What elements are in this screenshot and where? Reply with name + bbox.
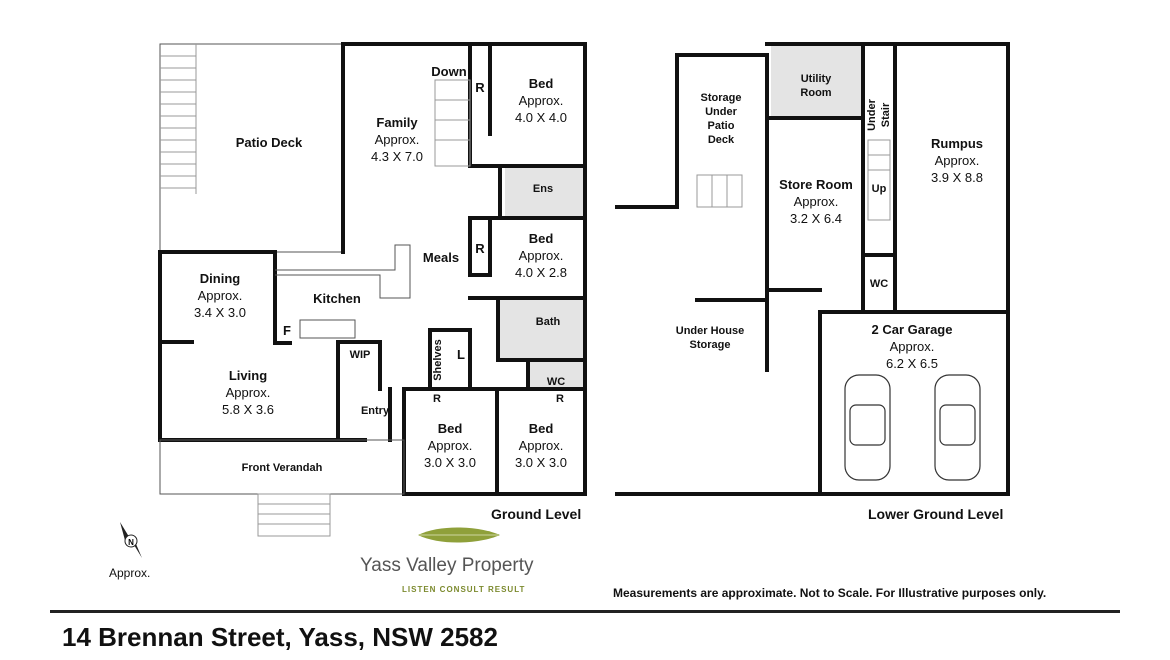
- lower-level-plan: Storage Under Patio Deck Utility Room Un…: [615, 42, 1010, 496]
- room-label-store: Store Room: [779, 177, 853, 192]
- room-label-dining: Dining: [200, 271, 240, 286]
- room-label-wip: WIP: [350, 349, 371, 361]
- room-label-wc: WC: [870, 278, 888, 290]
- fridge-label: F: [283, 323, 291, 338]
- robe-label: R: [475, 80, 485, 95]
- linen-label: L: [457, 347, 465, 362]
- logo-tagline: LISTEN CONSULT RESULT: [402, 585, 526, 594]
- under-stair-label: Under: [866, 98, 878, 131]
- room-label-bed: Bed: [529, 421, 554, 436]
- room-dims: 4.0 X 2.8: [515, 265, 567, 280]
- room-dims: 3.2 X 6.4: [790, 211, 842, 226]
- robe-label: R: [433, 393, 441, 405]
- room-label-bath: Bath: [536, 316, 561, 328]
- room-label-bed: Bed: [438, 421, 463, 436]
- room-label-kitchen: Kitchen: [313, 291, 361, 306]
- room-dims: 4.0 X 4.0: [515, 110, 567, 125]
- room-label-meals: Meals: [423, 250, 459, 265]
- room-label-family: Family: [376, 115, 418, 130]
- ground-level-plan: Patio Deck Family Approx. 4.3 X 7.0 Down…: [158, 42, 863, 537]
- compass-approx-label: Approx.: [109, 566, 151, 580]
- room-label-ensuite: Ens: [533, 183, 553, 195]
- lower-walls: [615, 42, 1010, 496]
- room-label-storage: Deck: [708, 134, 735, 146]
- room-label-utility: Utility: [801, 73, 832, 85]
- room-label-under-house: Under House: [676, 325, 744, 337]
- room-label-living: Living: [229, 368, 267, 383]
- room-approx: Approx.: [375, 132, 420, 147]
- room-approx: Approx.: [198, 288, 243, 303]
- leaf-logo-icon: [418, 527, 500, 543]
- wc-floor: [528, 360, 585, 389]
- robe-label: R: [475, 241, 485, 256]
- property-address: 14 Brennan Street, Yass, NSW 2582: [62, 622, 498, 652]
- room-label-storage: Under: [705, 106, 738, 118]
- ground-level-title: Ground Level: [491, 506, 582, 522]
- room-approx: Approx.: [428, 438, 473, 453]
- kitchen-bench: [275, 244, 411, 299]
- stair-up: [867, 139, 891, 221]
- north-label: N: [128, 538, 134, 547]
- room-approx: Approx.: [794, 194, 839, 209]
- room-approx: Approx.: [519, 248, 564, 263]
- bath-floor: [498, 298, 585, 360]
- car-icon: [844, 374, 981, 481]
- room-label-verandah: Front Verandah: [242, 462, 323, 474]
- room-approx: Approx.: [226, 385, 271, 400]
- under-stair-label: Stair: [880, 102, 892, 127]
- utility-floor: [771, 44, 863, 118]
- room-approx: Approx.: [519, 438, 564, 453]
- patio-steps: [160, 44, 197, 194]
- cooktop: [299, 319, 356, 339]
- room-approx: Approx.: [935, 153, 980, 168]
- ensuite-floor: [505, 166, 585, 218]
- front-steps: [257, 493, 331, 537]
- patio-storage-steps: [696, 174, 743, 208]
- room-dims: 3.0 X 3.0: [424, 455, 476, 470]
- room-dims: 5.8 X 3.6: [222, 402, 274, 417]
- room-label-utility: Room: [800, 87, 831, 99]
- room-dims: 3.4 X 3.0: [194, 305, 246, 320]
- north-compass-icon: N: [120, 522, 142, 558]
- room-label-garage: 2 Car Garage: [872, 322, 953, 337]
- room-approx: Approx.: [890, 339, 935, 354]
- lower-level-title: Lower Ground Level: [868, 506, 1004, 522]
- robe-label: R: [556, 393, 564, 405]
- room-dims: 3.0 X 3.0: [515, 455, 567, 470]
- stair-label-up: Up: [872, 183, 887, 195]
- logo-name: Yass Valley Property: [360, 555, 534, 576]
- room-label-wc: WC: [547, 376, 565, 388]
- room-label-under-house: Storage: [690, 339, 731, 351]
- room-label-bed: Bed: [529, 76, 554, 91]
- room-approx: Approx.: [519, 93, 564, 108]
- stair-label-down: Down: [431, 64, 466, 79]
- room-label-rumpus: Rumpus: [931, 136, 983, 151]
- room-dims: 4.3 X 7.0: [371, 149, 423, 164]
- disclaimer: Measurements are approximate. Not to Sca…: [613, 586, 1047, 600]
- room-dims: 6.2 X 6.5: [886, 356, 938, 371]
- room-dims: 3.9 X 8.8: [931, 170, 983, 185]
- room-label-bed: Bed: [529, 231, 554, 246]
- room-label-entry: Entry: [361, 405, 390, 417]
- room-label-patio: Patio Deck: [236, 135, 303, 150]
- room-label-storage: Storage: [701, 92, 742, 104]
- divider: [50, 610, 1120, 613]
- shelves-label: Shelves: [432, 339, 444, 381]
- stair-down: [434, 79, 471, 167]
- room-label-storage: Patio: [708, 120, 735, 132]
